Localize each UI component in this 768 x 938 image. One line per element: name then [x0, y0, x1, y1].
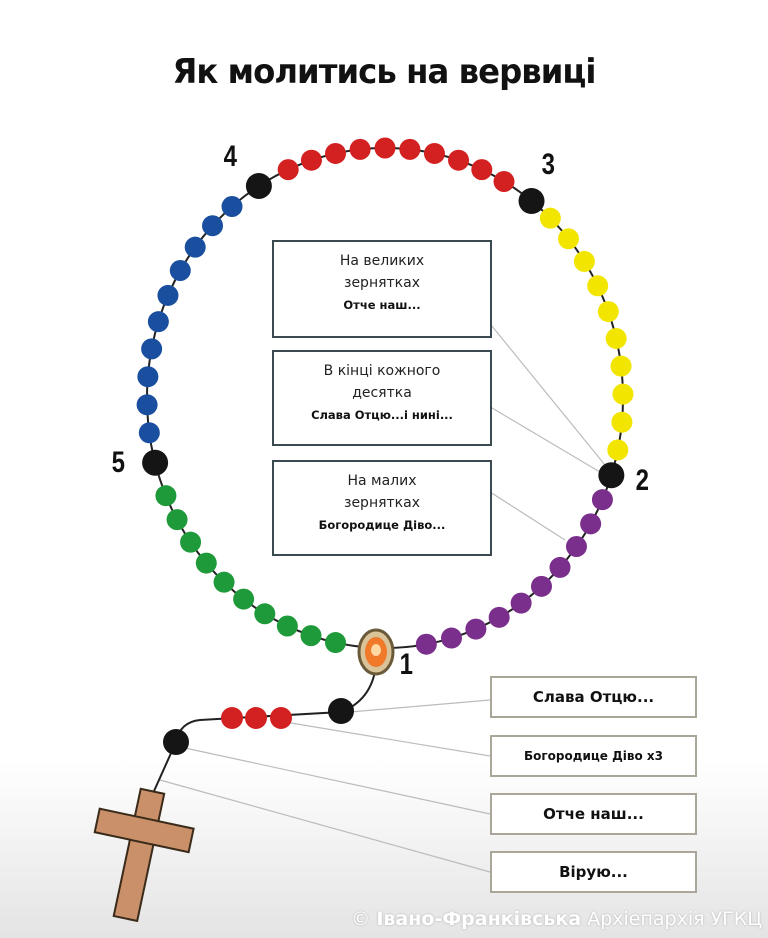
bead-blue — [169, 259, 191, 281]
tail-box-hail-mary-x3: Богородице Діво х3 — [490, 735, 697, 777]
bead-black — [518, 187, 545, 214]
bead-red — [349, 138, 371, 160]
tail-box-our-father: Отче наш... — [490, 793, 697, 835]
decade-number-3: 3 — [541, 148, 556, 181]
bead-yellow — [607, 439, 629, 461]
bead-blue — [136, 394, 158, 416]
bead-red — [300, 149, 322, 171]
info-box-decade-end: В кінці кожного десятка Слава Отцю...і н… — [272, 350, 492, 446]
bead-purple — [580, 513, 602, 535]
bead-yellow — [611, 411, 633, 433]
bead-green — [276, 615, 298, 637]
bead-red — [325, 142, 347, 164]
prayer-name: Отче наш... — [343, 298, 421, 312]
connector-line — [486, 319, 606, 466]
bead-green — [155, 485, 177, 507]
bead-red — [471, 159, 493, 181]
page-title: Як молитись на вервиці — [172, 52, 596, 92]
bead-purple — [510, 592, 532, 614]
bead-red — [245, 707, 267, 729]
decade-number-4: 4 — [223, 140, 238, 173]
connector-line — [486, 404, 606, 476]
bead-yellow — [587, 275, 609, 297]
connector-line — [349, 699, 491, 713]
bead-purple — [440, 627, 462, 649]
bead-green — [233, 588, 255, 610]
bead-red — [493, 170, 515, 192]
bead-black — [598, 462, 625, 489]
bead-red — [221, 707, 243, 729]
bead-blue — [221, 195, 243, 217]
bead-red — [277, 159, 299, 181]
bead-red — [399, 138, 421, 160]
info-text: зернятках — [344, 495, 420, 511]
bead-red — [448, 149, 470, 171]
bead-blue — [157, 284, 179, 306]
prayer-name: Богородице Діво... — [318, 518, 446, 532]
info-box-large-beads: На великих зернятках Отче наш... — [272, 240, 492, 338]
bead-green — [325, 632, 347, 654]
bead-purple — [591, 489, 613, 511]
bead-green — [213, 571, 235, 593]
bead-green — [254, 603, 276, 625]
bead-yellow — [610, 355, 632, 377]
bead-red — [270, 707, 292, 729]
connector-line — [159, 779, 491, 873]
bead-blue — [138, 422, 160, 444]
decade-number-1: 1 — [399, 648, 414, 681]
info-text: На великих — [339, 253, 425, 269]
bead-black — [328, 698, 354, 724]
tail-box-glory-be: Слава Отцю... — [490, 676, 697, 718]
connector-line — [284, 721, 491, 757]
bead-black — [142, 449, 169, 476]
bead-blue — [141, 338, 163, 360]
info-text: В кінці кожного — [323, 363, 441, 379]
bead-green — [195, 552, 217, 574]
bead-green — [300, 625, 322, 647]
bead-black — [163, 729, 189, 755]
bead-blue — [137, 366, 159, 388]
info-box-small-beads: На малих зернятках Богородице Діво... — [272, 460, 492, 556]
decade-number-2: 2 — [635, 464, 650, 497]
watermark-text: Архіепархія УГКЦ — [587, 908, 762, 930]
bead-yellow — [539, 207, 561, 229]
bead-yellow — [605, 327, 627, 349]
bead-yellow — [597, 301, 619, 323]
watermark: © Івано-Франківська Архіепархія УГКЦ — [351, 908, 762, 930]
info-text: На малих — [347, 473, 417, 489]
medal — [357, 628, 395, 676]
bead-blue — [184, 236, 206, 258]
bead-purple — [530, 575, 552, 597]
bead-yellow — [573, 250, 595, 272]
watermark-bold: Івано-Франківська — [376, 908, 582, 930]
bead-yellow — [557, 228, 579, 250]
bead-blue — [147, 311, 169, 333]
bead-blue — [202, 215, 224, 237]
info-text: десятка — [352, 385, 412, 401]
bead-green — [180, 531, 202, 553]
decade-number-5: 5 — [111, 446, 126, 479]
prayer-name: Слава Отцю...і нині... — [311, 408, 453, 422]
bead-purple — [565, 536, 587, 558]
tail-box-creed: Вірую... — [490, 851, 697, 893]
bead-purple — [415, 633, 437, 655]
connector-line — [486, 489, 566, 541]
bead-red — [374, 137, 396, 159]
connector-line — [184, 747, 491, 815]
bead-yellow — [612, 383, 634, 405]
bead-purple — [549, 556, 571, 578]
cross-icon — [93, 787, 195, 923]
bead-red — [423, 142, 445, 164]
copyright-icon: © — [351, 908, 371, 930]
info-text: зернятках — [344, 275, 420, 291]
bead-green — [166, 509, 188, 531]
bead-purple — [488, 606, 510, 628]
bead-purple — [465, 618, 487, 640]
bead-black — [245, 172, 272, 199]
